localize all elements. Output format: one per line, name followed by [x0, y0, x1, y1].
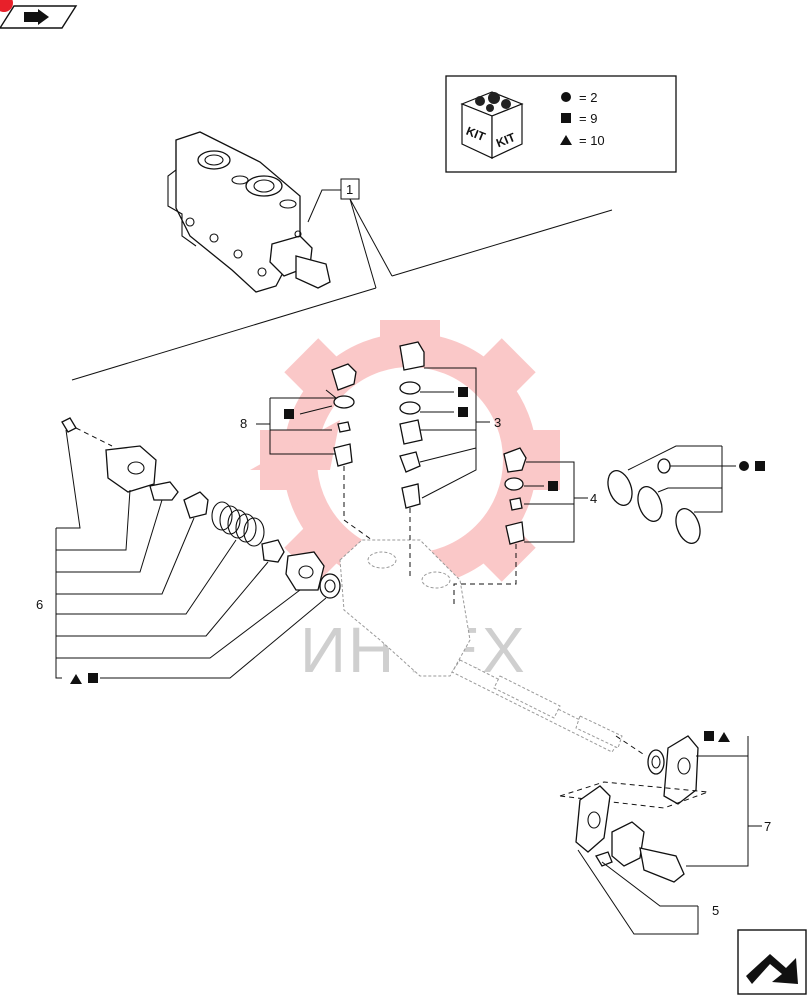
square-symbol-icon [284, 409, 294, 419]
arrow-nav-icon[interactable] [0, 5, 78, 29]
callout-3: 3 [494, 415, 501, 430]
callout-6: 6 [36, 597, 43, 612]
valve-section-assembly [167, 131, 331, 293]
end-cap-parts [559, 735, 709, 883]
legend-square-text: = 9 [579, 111, 597, 126]
kit-box-icon: KIT KIT [460, 91, 524, 159]
triangle-symbol-icon [718, 732, 730, 742]
square-symbol-icon [458, 407, 468, 417]
square-symbol-icon [548, 481, 558, 491]
o-ring-set [607, 458, 701, 544]
check-valve-parts-8 [331, 363, 373, 541]
red-dot-icon [0, 0, 13, 12]
kit-legend: KIT KIT = 2 = 9 = 10 [445, 75, 677, 173]
square-symbol-icon [458, 387, 468, 397]
square-symbol-icon [88, 673, 98, 683]
callout-4: 4 [590, 491, 597, 506]
triangle-symbol-icon [560, 135, 572, 145]
square-symbol-icon [755, 461, 765, 471]
callout-7: 7 [764, 819, 771, 834]
circle-symbol-icon [561, 92, 571, 102]
legend-circle-text: = 2 [579, 90, 597, 105]
valve-body-ghost [339, 539, 623, 753]
legend-triangle-text: = 10 [579, 133, 605, 148]
square-symbol-icon [561, 113, 571, 123]
square-symbol-icon [704, 731, 714, 741]
callout-8: 8 [240, 416, 247, 431]
callout-1: 1 [346, 182, 353, 197]
spring [211, 501, 265, 547]
spring-group-parts [61, 417, 341, 599]
circle-symbol-icon [739, 461, 749, 471]
callout-5: 5 [712, 903, 719, 918]
relief-valve-parts-3 [399, 341, 425, 578]
check-valve-parts-4 [453, 447, 527, 604]
svg-text:KIT: KIT [464, 124, 488, 144]
svg-text:KIT: KIT [494, 130, 518, 150]
next-page-arrow-icon[interactable] [737, 929, 807, 995]
triangle-symbol-icon [70, 674, 82, 684]
